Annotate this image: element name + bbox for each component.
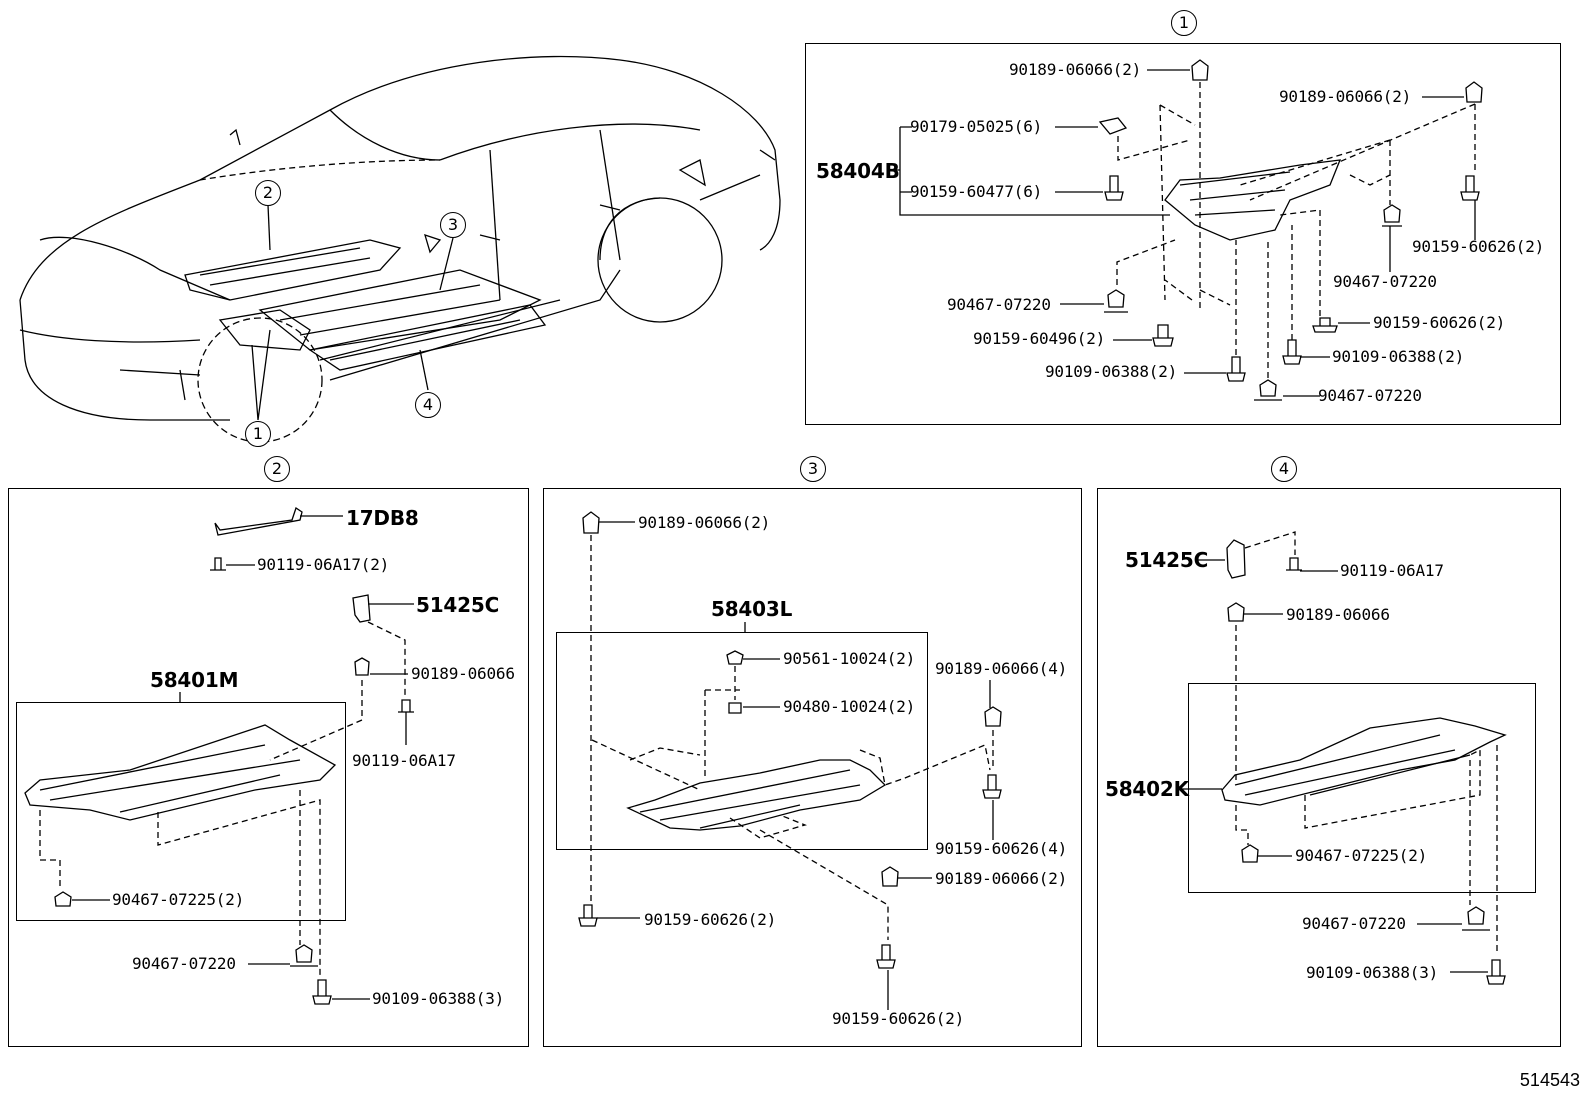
part-label: 90109-06388(2) [1045, 362, 1178, 381]
callout-1-car: 1 [245, 421, 271, 447]
part-label: 90189-06066 [411, 664, 515, 683]
part-label: 90189-06066(2) [1279, 87, 1412, 106]
part-label: 90109-06388(3) [1306, 963, 1439, 982]
part-label: 90467-07225(2) [1295, 846, 1428, 865]
callout-1-header: 1 [1171, 10, 1197, 36]
part-label: 90159-60626(2) [1373, 313, 1506, 332]
callout-2-header: 2 [264, 456, 290, 482]
car-illustration [19, 55, 781, 443]
part-label: 90159-60626(2) [644, 910, 777, 929]
part-label: 90467-07220 [132, 954, 236, 973]
part-label: 90467-07220 [1318, 386, 1422, 405]
part-label: 90189-06066(4) [935, 659, 1068, 678]
part-label: 90159-60626(2) [832, 1009, 965, 1028]
panel-1 [805, 43, 1561, 425]
panel4-artwork [1180, 531, 1507, 985]
callout-4-header: 4 [1271, 456, 1297, 482]
panel3-artwork [578, 511, 1002, 1010]
callout-2-car: 2 [255, 180, 281, 206]
part-number-51425C: 51425C [416, 593, 500, 617]
part-label: 90467-07220 [1302, 914, 1406, 933]
part-label: 90119-06A17 [1340, 561, 1444, 580]
panel2-artwork [24, 506, 414, 1005]
part-label: 90119-06A17 [352, 751, 456, 770]
part-label: 90561-10024(2) [783, 649, 916, 668]
part-label: 90159-60626(4) [935, 839, 1068, 858]
part-label: 90109-06388(2) [1332, 347, 1465, 366]
part-label: 90189-06066(2) [1009, 60, 1142, 79]
part-label: 90480-10024(2) [783, 697, 916, 716]
part-label: 90189-06066 [1286, 605, 1390, 624]
part-label: 90159-60477(6) [910, 182, 1043, 201]
part-number-58401M: 58401M [150, 668, 239, 692]
part-number-51425C: 51425C [1125, 548, 1209, 572]
part-number-58404B: 58404B [816, 159, 900, 183]
panel-2-subassembly [16, 702, 346, 921]
part-label: 90467-07220 [1333, 272, 1437, 291]
panel-3-subassembly [556, 632, 928, 850]
part-label: 90159-60496(2) [973, 329, 1106, 348]
part-number-58403L: 58403L [711, 597, 793, 621]
panel-4-subassembly [1188, 683, 1536, 893]
part-label: 90467-07220 [947, 295, 1051, 314]
part-label: 90467-07225(2) [112, 890, 245, 909]
panel-3 [543, 488, 1082, 1047]
part-label: 90109-06388(3) [372, 989, 505, 1008]
part-number-58402K: 58402K [1105, 777, 1189, 801]
part-label: 90189-06066(2) [638, 513, 771, 532]
panel-4 [1097, 488, 1561, 1047]
callout-3-header: 3 [800, 456, 826, 482]
callout-4-car: 4 [415, 392, 441, 418]
part-label: 90179-05025(6) [910, 117, 1043, 136]
panel1-artwork [890, 59, 1483, 401]
callout-3-car: 3 [440, 212, 466, 238]
figure-number: 514543 [1519, 1070, 1580, 1090]
part-label: 90189-06066(2) [935, 869, 1068, 888]
part-label: 90119-06A17(2) [257, 555, 390, 574]
panel-2 [8, 488, 529, 1047]
part-label: 90159-60626(2) [1412, 237, 1545, 256]
part-number-17DB8: 17DB8 [346, 506, 419, 530]
